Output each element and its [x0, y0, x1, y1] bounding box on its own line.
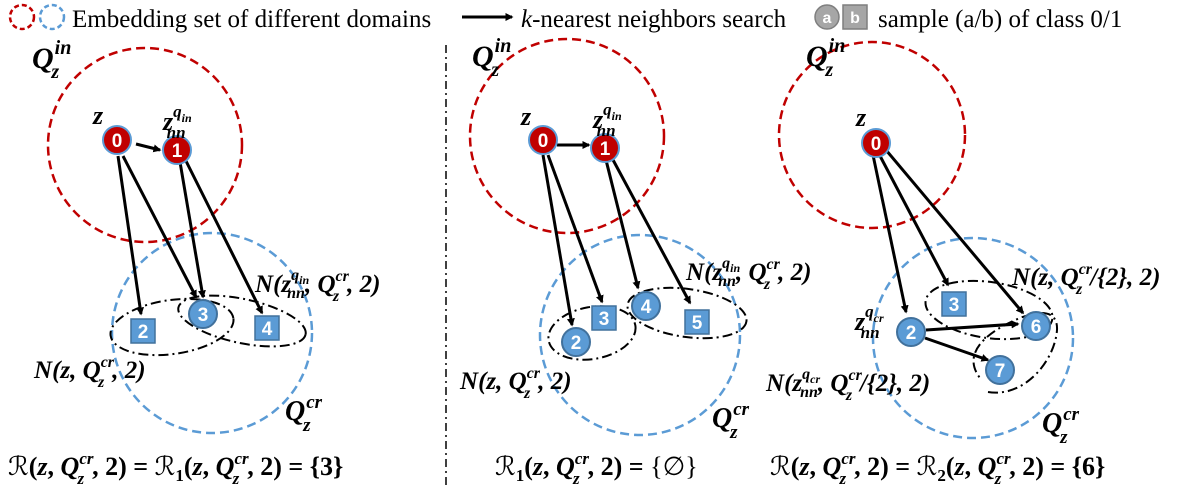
p1-arrow [116, 155, 145, 316]
legend-embedding-text: Embedding set of different domains [72, 6, 431, 33]
p3-arrow [925, 320, 1020, 332]
legend-red-dashed-circle [8, 3, 36, 31]
p1-neighborhood-z [109, 297, 235, 357]
p1-arrow [135, 142, 162, 153]
p1-node-0 [102, 125, 132, 155]
p2-neighborhood-z [547, 305, 637, 361]
legend-sample-text: sample (a/b) of class 0/1 [878, 6, 1122, 33]
p3-label-z: z [855, 103, 867, 132]
p3-node-0 [861, 128, 891, 158]
p1-node-1-label: 1 [172, 141, 183, 162]
p3-arrow [884, 149, 1025, 315]
p2-node-1-label: 1 [600, 139, 611, 160]
p2-node-5 [684, 309, 710, 335]
p3-arrow [871, 154, 909, 314]
legend-knn-text: k-nearest neighbors search [521, 6, 787, 33]
p1-node-3 [188, 299, 218, 329]
p1-arrow [121, 155, 198, 299]
p3-q-cr-region [871, 236, 1075, 440]
p3-node-7-label: 7 [995, 361, 1006, 382]
p1-neighborhood-znn [177, 294, 307, 348]
p2-node-4-label: 4 [641, 297, 652, 318]
p3-q-in-region [777, 40, 967, 230]
p1-node-0-label: 0 [112, 131, 123, 152]
p3-node-6-label: 6 [1031, 317, 1042, 338]
p3-node-0-label: 0 [871, 134, 882, 155]
p3-node-6 [1021, 311, 1051, 341]
p1-label-z: z [92, 101, 104, 130]
p2-arrow [541, 154, 575, 327]
p1-q-cr-region [110, 231, 314, 435]
p1-node-3-label: 3 [198, 305, 209, 326]
p2-arrow [604, 159, 641, 290]
p3-node-3-label: 3 [949, 295, 960, 316]
p1-node-4-label: 4 [262, 319, 273, 340]
p3-node-2 [896, 317, 926, 347]
p1-arrow [184, 160, 264, 315]
p2-arrow [546, 154, 604, 304]
p3-neighborhood-z [924, 279, 1054, 341]
p2-q-in-region [468, 37, 666, 235]
legend-blue-dashed-circle [38, 3, 66, 31]
p2-q-cr-region [538, 233, 742, 437]
p2-node-0-label: 0 [538, 131, 549, 152]
p3-node-3 [941, 291, 967, 317]
p3-node-7 [985, 355, 1015, 385]
p1-node-4 [254, 315, 280, 341]
p3-arrow [877, 153, 950, 287]
p2-node-2 [561, 327, 591, 357]
p1-q-in-region [46, 46, 244, 244]
p2-node-5-label: 5 [692, 313, 703, 334]
p2-node-3-label: 3 [599, 309, 610, 330]
p3-arrow [924, 336, 990, 362]
p2-node-1 [590, 133, 620, 163]
p1-node-2 [130, 318, 156, 344]
p2-node-4 [631, 291, 661, 321]
p3-neighborhood-znn [972, 312, 1059, 394]
p2-node-0 [528, 125, 558, 155]
p2-arrow [610, 157, 692, 305]
p2-label-z: z [520, 102, 532, 131]
p2-node-2-label: 2 [571, 333, 582, 354]
p2-node-3 [591, 305, 617, 331]
p1-node-2-label: 2 [138, 322, 149, 343]
p3-node-2-label: 2 [906, 323, 917, 344]
legend-sample-b-icon [842, 4, 868, 30]
legend-sample-a-icon [814, 4, 840, 30]
legend: Embedding set of different domains k-nea… [8, 3, 1122, 33]
legend-sample-a-label: a [823, 10, 832, 27]
legend-sample-b-label: b [850, 10, 860, 27]
p2-neighborhood-znn [626, 286, 748, 340]
p1-node-1 [162, 135, 192, 165]
p1-arrow [178, 161, 206, 299]
